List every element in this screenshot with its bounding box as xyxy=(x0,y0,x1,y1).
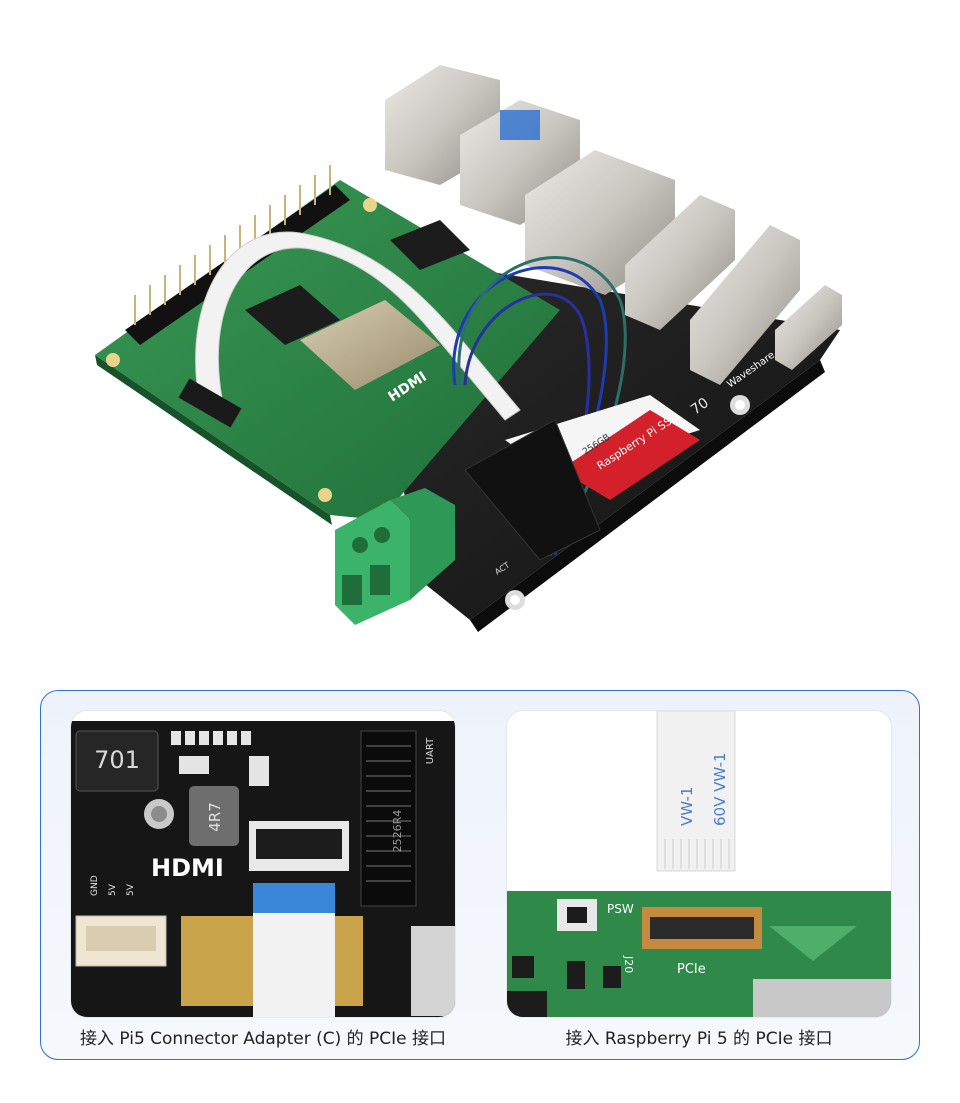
usb-ports xyxy=(385,65,675,295)
psw-label: PSW xyxy=(607,902,634,916)
inductor-code: 701 xyxy=(94,746,140,774)
cable-text-1: VW-1 xyxy=(678,787,696,826)
inductor2-code: 4R7 xyxy=(206,802,224,832)
hdmi-silkscreen: HDMI xyxy=(151,854,224,882)
slot-code: 2526R4 xyxy=(391,810,404,853)
pin-label-gnd: GND xyxy=(90,875,100,896)
power-terminal-block xyxy=(335,488,455,625)
cable-text-2: 60V VW-1 xyxy=(711,752,729,826)
carrier-ports xyxy=(625,195,842,385)
caption-adapter: 接入 Pi5 Connector Adapter (C) 的 PCIe 接口 xyxy=(79,1029,447,1049)
product-photo: Raspberry Pi SSD 256GB Waveshare 70 HDMI… xyxy=(95,65,842,632)
uart-label: UART xyxy=(425,737,436,764)
m2-slot xyxy=(464,419,601,561)
ram-chip xyxy=(245,285,340,345)
detail-panel: 701 4R7 HDMI xyxy=(40,690,920,1060)
j20-label: J20 xyxy=(622,955,635,973)
soc-chip xyxy=(300,300,440,390)
pin-label-5v-a: 5V xyxy=(108,883,118,896)
ffc-cable xyxy=(195,231,521,421)
caption-pi5: 接入 Raspberry Pi 5 的 PCIe 接口 xyxy=(565,1029,833,1049)
pcie-label: PCIe xyxy=(677,962,706,977)
detail-photo-pi5: VW-1 60V VW-1 PSW J20 PCIe xyxy=(507,711,891,1017)
detail-photo-adapter: 701 4R7 HDMI xyxy=(71,711,455,1017)
board-illustration: Raspberry Pi SSD 256GB Waveshare 70 HDMI… xyxy=(95,65,842,632)
pin-label-5v-b: 5V xyxy=(126,883,136,896)
